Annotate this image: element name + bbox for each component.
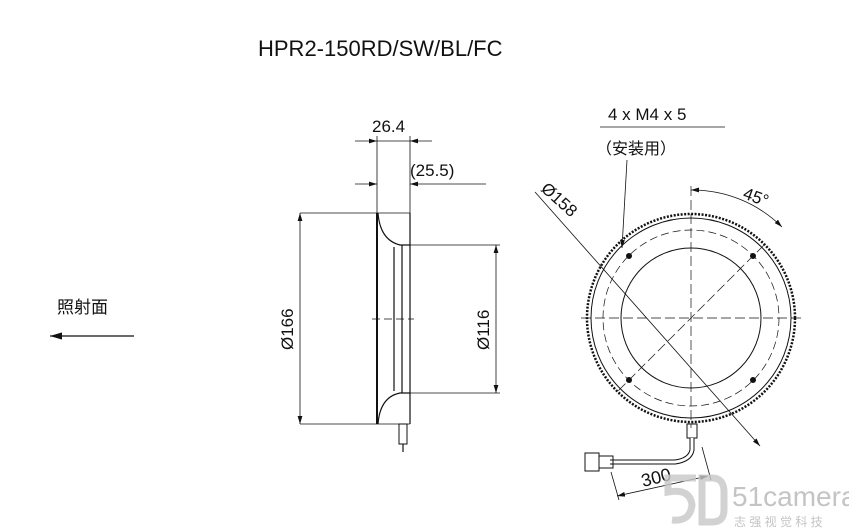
side-view <box>297 136 500 452</box>
front-view <box>534 126 801 501</box>
watermark-logo <box>664 474 728 526</box>
watermark-brand: 51camera <box>732 481 849 512</box>
inner-diameter-dimension: Ø116 <box>474 310 493 350</box>
drawing-title: HPR2-150RD/SW/BL/FC <box>258 36 503 61</box>
outer-diameter-dimension: Ø166 <box>278 308 297 350</box>
bolt-note: （安装用） <box>596 140 676 158</box>
angle-dimension: 45° <box>741 184 772 211</box>
width-dimension: 26.4 <box>372 117 405 136</box>
pcd-dimension: Ø158 <box>537 179 581 221</box>
illumination-face-label: 照射面 <box>57 298 108 317</box>
bolt-spec: 4 x M4 x 5 <box>608 105 686 124</box>
watermark-subtitle: 志 强 视 觉 科 技 <box>734 514 823 529</box>
width-ref-dimension: (25.5) <box>410 161 454 180</box>
